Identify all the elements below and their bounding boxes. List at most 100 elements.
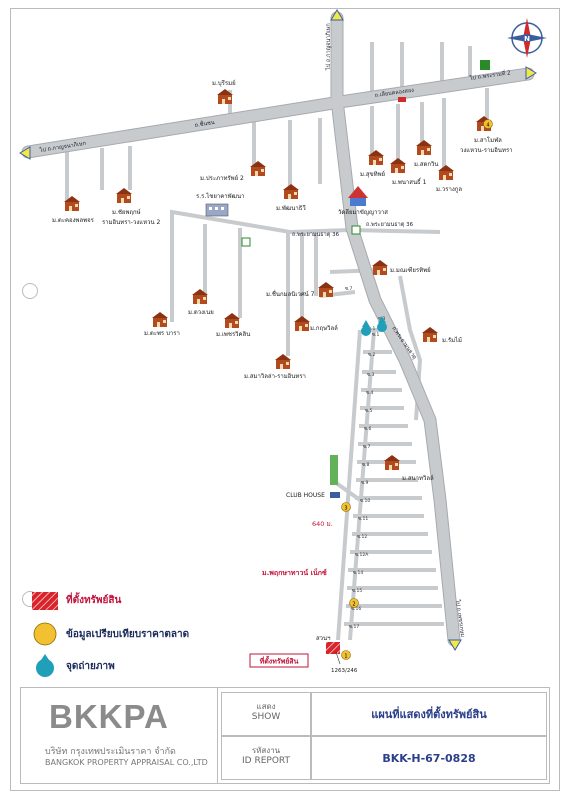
show-caption: แสดง SHOW	[221, 692, 311, 736]
show-value: แผนที่แสดงที่ตั้งทรัพย์สิน	[311, 692, 547, 736]
clubhouse-icon	[330, 492, 340, 498]
soi-label: ซ.4	[366, 390, 373, 396]
soi-label: ซ.6	[364, 426, 371, 432]
soi-label: ซ.5	[365, 408, 372, 414]
comparable-number: 2	[352, 602, 355, 608]
comparable-number: 4	[486, 123, 489, 129]
id-label-en: ID REPORT	[242, 756, 290, 766]
place-label: ม.ตะพร บารา	[144, 330, 180, 337]
comparable-number: 3	[344, 506, 347, 512]
hatched-red-icon	[32, 592, 58, 610]
place-label: ม.สดกวิน	[414, 161, 439, 168]
legend-photo: จุดถ่ายภาพ	[32, 654, 115, 678]
place-label: วงแหวน-รามอินทรา	[460, 147, 513, 154]
road-label-secondary-east: ถ.พระยามนธาตุ 36	[366, 221, 414, 228]
comparable-marker-4	[483, 119, 493, 129]
legend-subject-label: ที่ตั้งทรัพย์สิน	[66, 594, 122, 606]
soi-label: ซ.3	[367, 372, 374, 378]
company-name-en: BANGKOK PROPERTY APPRAISAL CO.,LTD	[45, 758, 208, 767]
park-zone	[330, 455, 338, 485]
road-direction-arrows	[19, 9, 537, 651]
place-label: ม.สาโมฬล	[474, 136, 502, 144]
road-label-main: ถ.ชื่นชน	[194, 118, 215, 129]
road-label-secondary: ถ.พระยามนธาตุ 36	[292, 231, 340, 238]
show-label-en: SHOW	[251, 712, 281, 722]
convenience-store-icon	[241, 225, 361, 247]
arrow-south-icon	[448, 639, 462, 651]
comparable-number: 1	[344, 654, 347, 660]
subject-code: 1263/246	[331, 668, 358, 674]
place-label: ม.กฤษวิลล์	[310, 324, 338, 332]
comparable-marker-2	[349, 598, 359, 608]
place-label: รามอินทรา-วงแหวน 2	[102, 219, 160, 226]
place-label: วัดลียมาขัญญาวาส	[338, 208, 388, 216]
place-label: ร.ร.ไชยาคาพัฒนา	[196, 192, 244, 200]
place-label: CLUB HOUSE	[286, 492, 325, 499]
legend-subject: ที่ตั้งทรัพย์สิน	[32, 588, 121, 612]
gas-station-icon	[398, 60, 490, 102]
soi-label: ซ.10	[360, 498, 370, 504]
logo-wordmark: BKKPA	[49, 698, 169, 735]
place-label: ม.บุรีรมย์	[212, 79, 236, 87]
subject-property-marker	[326, 642, 340, 654]
company-logo: BKKPA บริษัท กรุงเทพประเมินราคา จำกัด BA…	[21, 688, 218, 783]
place-label: ม.สนาทวิลล์	[402, 474, 434, 482]
title-block: BKKPA บริษัท กรุงเทพประเมินราคา จำกัด BA…	[20, 687, 550, 784]
place-label: ม.เพชรวิคลิน	[216, 331, 250, 338]
temple-icon	[348, 186, 368, 206]
major-roads	[22, 12, 534, 646]
soi-label: ซ.8	[362, 462, 369, 468]
place-label: ม.ประภาทรัพย์ 2	[200, 174, 244, 182]
report-info: แสดง SHOW แผนที่แสดงที่ตั้งทรัพย์สิน รหั…	[221, 692, 547, 780]
soi-label: ซ.14	[353, 570, 363, 576]
id-label-th: รหัสงาน	[251, 746, 281, 755]
soi-label: ซ.12A	[355, 552, 369, 558]
place-label: ม.ชื่นกมลนิเวศน์ 7	[266, 290, 315, 298]
place-label: ม.วรางกูล	[436, 186, 462, 193]
company-name-th: บริษัท กรุงเทพประเมินราคา จำกัด	[45, 747, 176, 757]
place-label: ม.มณเฑียรทิพย์	[390, 266, 431, 274]
place-label: ม.สุขทิพย์	[360, 170, 385, 178]
comparable-marker-1	[341, 650, 351, 660]
place-label: ม.ตะคองพลพจร	[52, 217, 95, 224]
soi-label: ซ.15	[352, 588, 362, 594]
compass-icon: N	[507, 18, 547, 58]
subject-label-box	[249, 653, 309, 668]
soi-label: ซ.1	[368, 326, 375, 332]
place-label: ม.ดวงเนย	[188, 309, 214, 316]
soi-label: ซ.2	[368, 352, 375, 358]
id-caption: รหัสงาน ID REPORT	[221, 736, 311, 780]
place-label: ม.ชัยพฤกษ์	[112, 208, 141, 216]
soi-label: ซ.11	[358, 516, 368, 522]
arrow-east-icon	[525, 66, 537, 80]
legend-comparable-label: ข้อมูลเปรียบเทียบราคาตลาด	[66, 628, 190, 640]
soi-label: ซ.7	[363, 444, 370, 450]
soi-label: ซ.17	[349, 624, 359, 630]
legend-comparable: ข้อมูลเปรียบเทียบราคาตลาด	[32, 622, 189, 646]
arrow-north-icon	[330, 9, 344, 21]
yellow-circle-icon	[33, 622, 57, 646]
soi-label: ซ.1	[372, 332, 379, 338]
soi-label: ซ.7	[345, 286, 352, 292]
legend-photo-label: จุดถ่ายภาพ	[66, 660, 115, 672]
school-icon	[205, 203, 229, 217]
subject-label: ที่ตั้งทรัพย์สิน	[259, 655, 298, 666]
id-value: BKK-H-67-0828	[311, 736, 547, 780]
photo-pin-icon	[36, 654, 54, 677]
soi-label: ซ.16	[351, 606, 361, 612]
project-label: ม.พฤกษาทาวน์ เน็กซ์	[262, 568, 327, 577]
photo-point-icons	[361, 316, 387, 336]
arrow-west-icon	[19, 146, 31, 160]
soi-label: ซ.9	[361, 480, 368, 486]
place-label: ม.สมาวิลล่า-รามอินทรา	[244, 373, 306, 380]
place-label: ม.รัมไม้	[442, 336, 462, 344]
road-label-north: ไป ถ.กาญจนาภิเษก	[325, 23, 332, 71]
place-label: ม.พัฒนาธิวี	[276, 204, 306, 212]
soi-label: ซ.12	[357, 534, 367, 540]
place-label: ม.พนาสนธิ์ 1	[392, 177, 427, 186]
place-label: สวนฯ	[316, 635, 331, 642]
compass-north-label: N	[524, 35, 530, 43]
distance-label: 640 ม.	[312, 520, 333, 528]
location-map: N	[19, 9, 547, 674]
binder-hole	[22, 283, 38, 299]
